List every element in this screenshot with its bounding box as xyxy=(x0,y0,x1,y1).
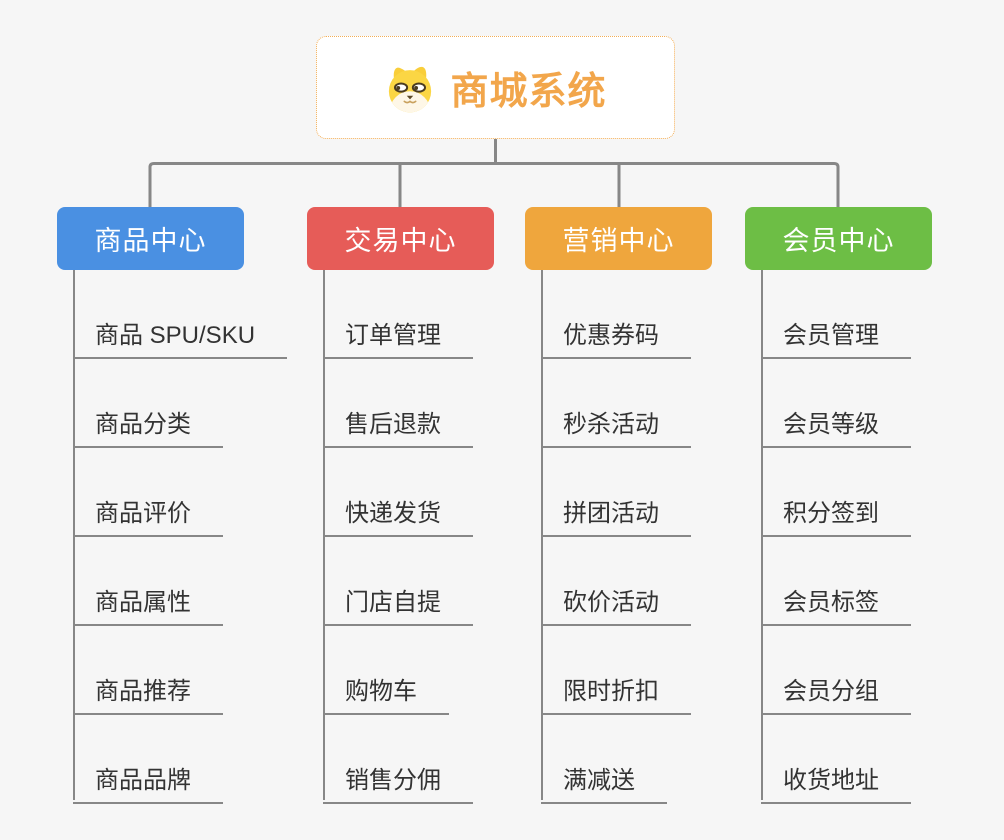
branch-node-product-center[interactable]: 商品中心 xyxy=(57,207,244,270)
leaf-node[interactable]: 快递发货 xyxy=(323,448,494,537)
leaf-node[interactable]: 会员分组 xyxy=(761,626,932,715)
leaf-node-label: 商品属性 xyxy=(73,582,223,626)
leaf-node[interactable]: 砍价活动 xyxy=(541,537,712,626)
leaf-node[interactable]: 购物车 xyxy=(323,626,494,715)
branch-items-product-center: 商品 SPU/SKU 商品分类 商品评价 商品属性 商品推荐 商品品牌 xyxy=(73,270,288,804)
leaf-node[interactable]: 会员标签 xyxy=(761,537,932,626)
branch-node-trade-center[interactable]: 交易中心 xyxy=(307,207,494,270)
leaf-node[interactable]: 售后退款 xyxy=(323,359,494,448)
leaf-node-label: 会员分组 xyxy=(761,671,911,715)
leaf-node[interactable]: 商品属性 xyxy=(73,537,244,626)
leaf-node-label: 商品评价 xyxy=(73,493,223,537)
leaf-node[interactable]: 商品推荐 xyxy=(73,626,244,715)
branch-product-center: 商品中心 商品 SPU/SKU 商品分类 商品评价 商品属性 商品推荐 商品品牌 xyxy=(57,207,288,804)
leaf-node-label: 商品推荐 xyxy=(73,671,223,715)
leaf-node-label: 砍价活动 xyxy=(541,582,691,626)
leaf-node[interactable]: 订单管理 xyxy=(323,270,494,359)
leaf-node-label: 秒杀活动 xyxy=(541,404,691,448)
branch-connector-line xyxy=(541,270,543,800)
leaf-node-label: 售后退款 xyxy=(323,404,473,448)
leaf-node[interactable]: 商品评价 xyxy=(73,448,244,537)
doge-icon xyxy=(389,66,432,112)
leaf-node[interactable]: 会员等级 xyxy=(761,359,932,448)
leaf-node[interactable]: 积分签到 xyxy=(761,448,932,537)
leaf-node-label: 门店自提 xyxy=(323,582,473,626)
branch-items-marketing-center: 优惠券码 秒杀活动 拼团活动 砍价活动 限时折扣 满减送 xyxy=(541,270,712,804)
root-node[interactable]: 商城系统 xyxy=(316,36,675,139)
branch-connector-line xyxy=(323,270,325,800)
leaf-node-label: 会员等级 xyxy=(761,404,911,448)
branch-items-trade-center: 订单管理 售后退款 快递发货 门店自提 购物车 销售分佣 xyxy=(323,270,494,804)
leaf-node-label: 购物车 xyxy=(323,671,449,715)
leaf-node[interactable]: 秒杀活动 xyxy=(541,359,712,448)
leaf-node[interactable]: 商品 SPU/SKU xyxy=(73,270,288,359)
branch-connector-line xyxy=(761,270,763,800)
leaf-node-label: 会员管理 xyxy=(761,315,911,359)
root-node-title: 商城系统 xyxy=(450,71,607,113)
leaf-node[interactable]: 收货地址 xyxy=(761,715,932,804)
leaf-node-label: 商品 SPU/SKU xyxy=(73,315,288,359)
branch-trade-center: 交易中心 订单管理 售后退款 快递发货 门店自提 购物车 销售分佣 xyxy=(307,207,494,804)
leaf-node-label: 限时折扣 xyxy=(541,671,691,715)
leaf-node-label: 会员标签 xyxy=(761,582,911,626)
leaf-node[interactable]: 限时折扣 xyxy=(541,626,712,715)
leaf-node-label: 销售分佣 xyxy=(323,760,473,804)
leaf-node-label: 积分签到 xyxy=(761,493,911,537)
leaf-node[interactable]: 优惠券码 xyxy=(541,270,712,359)
branch-marketing-center: 营销中心 优惠券码 秒杀活动 拼团活动 砍价活动 限时折扣 满减送 xyxy=(525,207,712,804)
leaf-node-label: 收货地址 xyxy=(761,760,911,804)
leaf-node[interactable]: 商品分类 xyxy=(73,359,244,448)
branch-node-marketing-center[interactable]: 营销中心 xyxy=(525,207,712,270)
branch-node-member-center[interactable]: 会员中心 xyxy=(745,207,932,270)
leaf-node-label: 商品品牌 xyxy=(73,760,223,804)
branch-connector-line xyxy=(73,270,75,800)
leaf-node-label: 订单管理 xyxy=(323,315,473,359)
branch-items-member-center: 会员管理 会员等级 积分签到 会员标签 会员分组 收货地址 xyxy=(761,270,932,804)
leaf-node-label: 拼团活动 xyxy=(541,493,691,537)
leaf-node[interactable]: 门店自提 xyxy=(323,537,494,626)
leaf-node[interactable]: 满减送 xyxy=(541,715,712,804)
leaf-node-label: 满减送 xyxy=(541,760,667,804)
leaf-node[interactable]: 商品品牌 xyxy=(73,715,244,804)
leaf-node[interactable]: 会员管理 xyxy=(761,270,932,359)
branch-member-center: 会员中心 会员管理 会员等级 积分签到 会员标签 会员分组 收货地址 xyxy=(745,207,932,804)
leaf-node-label: 快递发货 xyxy=(323,493,473,537)
leaf-node[interactable]: 销售分佣 xyxy=(323,715,494,804)
leaf-node[interactable]: 拼团活动 xyxy=(541,448,712,537)
leaf-node-label: 商品分类 xyxy=(73,404,223,448)
leaf-node-label: 优惠券码 xyxy=(541,315,691,359)
